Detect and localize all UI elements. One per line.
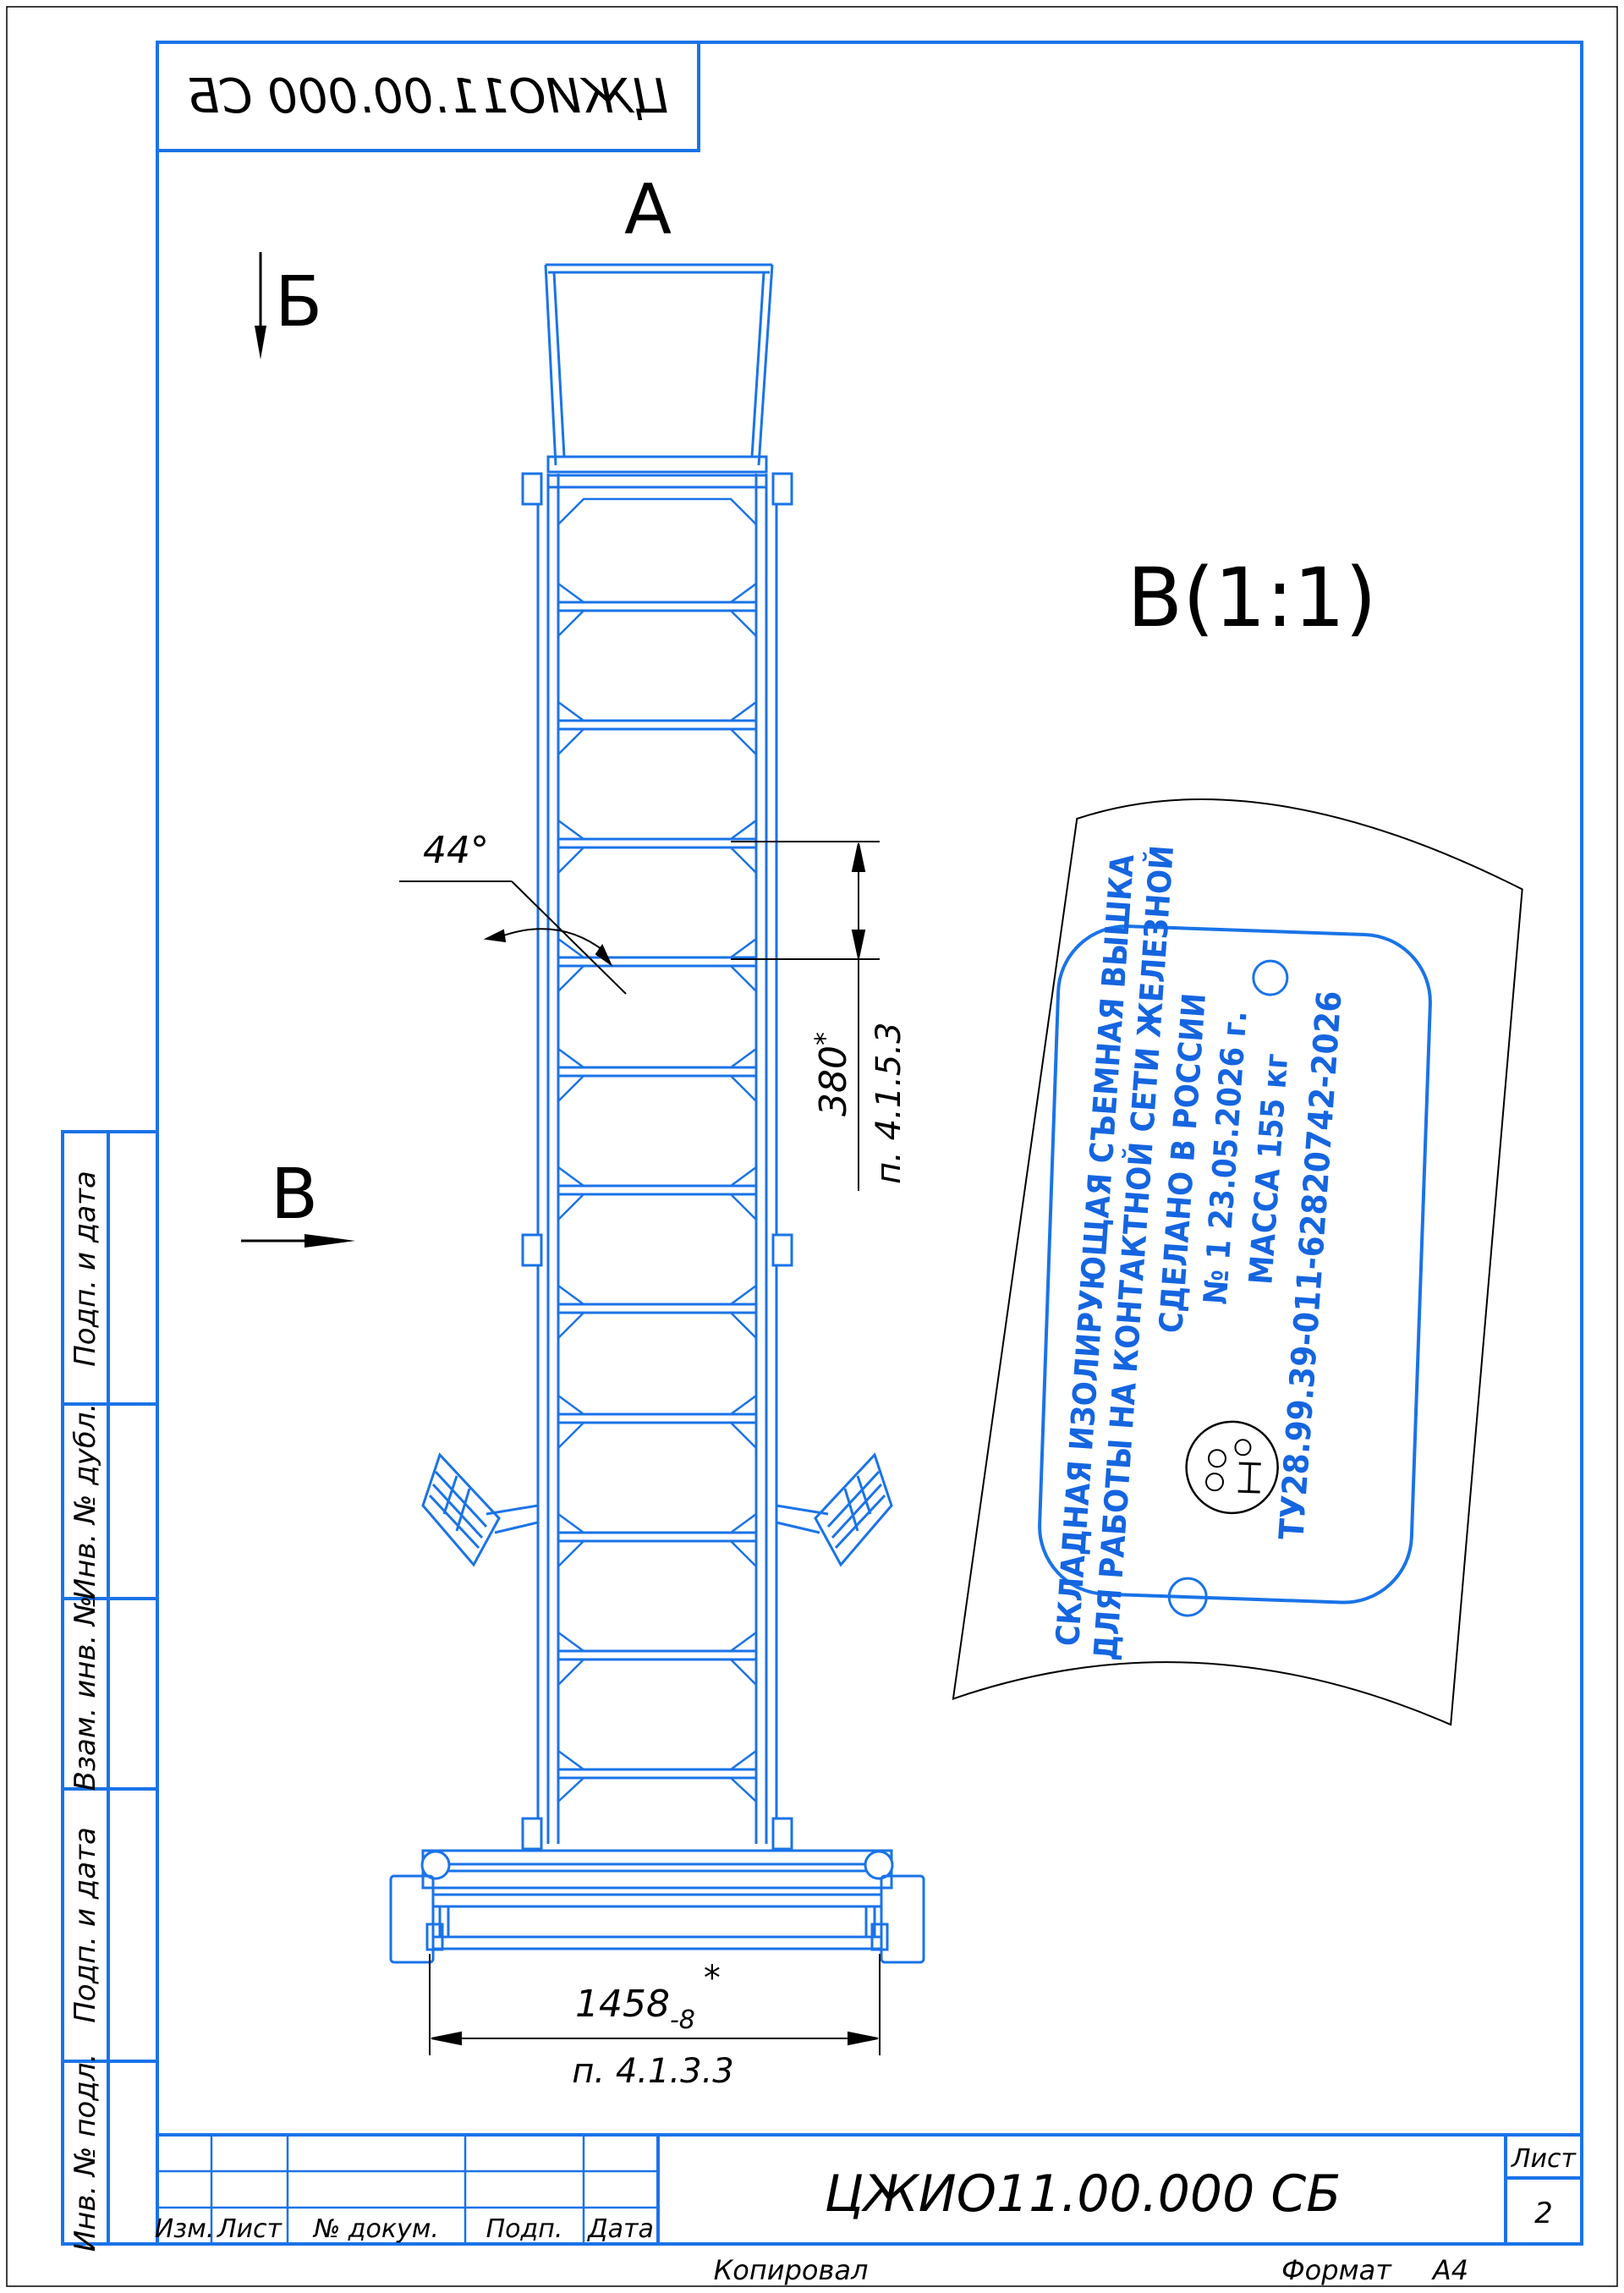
left-outrigger [421,1452,540,1567]
ladder-rungs [557,601,758,1780]
right-outrigger [775,1452,893,1567]
dim-step-ref: п. 4.1.5.3 [870,1022,908,1184]
side-stamp-cell-1: Подп. и дата [69,1171,102,1367]
dim-width-value: 1458-8* [575,1959,721,2035]
mount-hole-top [1252,959,1289,996]
side-stamp-cell-4: Подп. и дата [69,1827,102,2023]
title-col-doc: № докум. [312,2214,439,2244]
footer-copied: Копировал [714,2254,869,2286]
dim-angle-value: 44° [423,829,489,872]
outer-border [6,6,1618,2287]
panel-braces [557,497,757,1802]
title-block [157,2133,1582,2244]
view-label-b: Б [275,262,322,343]
dim-step-value: 380* [809,1032,855,1116]
side-stamp-cell-2: Инв. № дубл. [69,1403,102,1600]
tower-drawing [389,263,925,1964]
title-col-podp: Подп. [486,2214,563,2244]
title-sheet-number: 2 [1534,2197,1553,2230]
doc-code-stamp: ЦЖИО11.00.000 СБ [156,41,700,152]
nameplate: СКЛАДНАЯ ИЗОЛИРУЮЩАЯ СЪЕМНАЯ ВЫШКА ДЛЯ Р… [952,798,1523,1726]
dim-width-ref: п. 4.1.3.3 [572,2052,734,2091]
title-designation: ЦЖИО11.00.000 СБ [825,2164,1341,2224]
title-col-izm: Изм. [155,2214,215,2244]
footer-format-label: Формат [1281,2254,1392,2286]
side-stamp-cell-3: Взам. инв. № [69,1596,102,1791]
title-col-list: Лист [217,2214,283,2244]
side-stamp [61,1130,159,2246]
base-frame [389,1849,925,1964]
mount-hole-bottom [1167,1577,1208,1617]
dimension-step [731,841,880,1191]
side-stamp-cell-5: Инв. № подл. [69,2054,102,2252]
doc-code-stamp-text: ЦЖИО11.00.000 СБ [187,69,669,124]
dimension-width [429,1954,881,2055]
top-basket [544,263,774,489]
view-label-a: А [624,170,672,250]
view-label-v: В [271,1155,318,1235]
footer-format-value: А4 [1431,2254,1468,2286]
view-arrow-v [241,1234,355,1248]
title-col-data: Дата [586,2214,654,2244]
view-label-v-scale: В(1:1) [1127,551,1376,645]
title-sheet-label: Лист [1511,2144,1577,2174]
view-arrow-b [255,252,266,359]
logo-emblem [1185,1420,1279,1515]
dimension-angle [399,880,627,995]
